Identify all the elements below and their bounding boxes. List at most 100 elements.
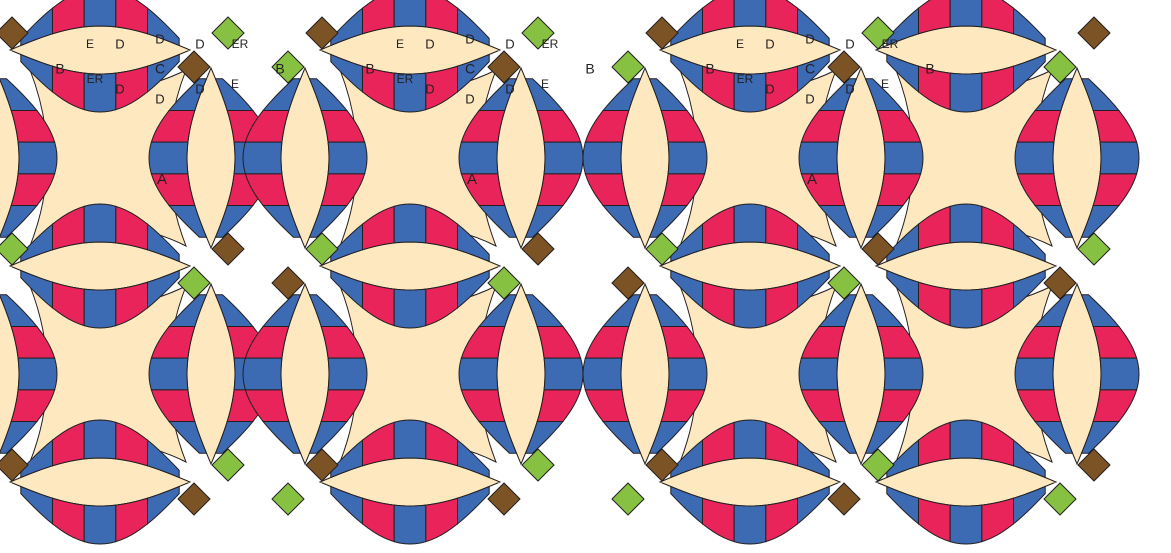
blue-wedge — [149, 142, 188, 174]
blue-wedge — [1015, 142, 1054, 174]
blue-wedge — [394, 505, 426, 544]
corner-square-brown — [488, 483, 520, 515]
label-d: D — [195, 36, 204, 51]
red-wedge — [702, 498, 734, 541]
label-b: B — [365, 61, 374, 77]
corner-square-brown — [1078, 17, 1110, 49]
blue-wedge — [84, 420, 116, 459]
red-wedge — [1093, 174, 1136, 206]
corner-square-green — [272, 483, 304, 515]
blue-wedge — [394, 289, 426, 328]
blue-wedge — [884, 358, 923, 390]
red-wedge — [585, 174, 628, 206]
blue-wedge — [544, 358, 583, 390]
blue-wedge — [799, 142, 838, 174]
label-er: ER — [882, 37, 899, 51]
blue-wedge — [734, 420, 766, 459]
blue-wedge — [734, 289, 766, 328]
label-e: E — [231, 77, 239, 91]
blue-wedge — [668, 142, 707, 174]
blue-wedge — [394, 0, 426, 27]
red-wedge — [585, 390, 628, 422]
label-e: E — [881, 77, 889, 91]
blue-wedge — [734, 204, 766, 243]
blue-wedge — [18, 142, 57, 174]
label-a: A — [807, 171, 817, 188]
blue-wedge — [950, 204, 982, 243]
blue-wedge — [328, 358, 367, 390]
label-d: D — [425, 36, 434, 51]
blue-wedge — [734, 0, 766, 27]
label-b: B — [585, 61, 594, 77]
red-wedge — [116, 498, 148, 541]
corner-square-brown — [612, 267, 644, 299]
blue-wedge — [328, 142, 367, 174]
blue-wedge — [243, 358, 282, 390]
blue-wedge — [950, 289, 982, 328]
label-d: D — [155, 31, 164, 46]
label-d: D — [505, 81, 514, 96]
blue-wedge — [394, 420, 426, 459]
label-d: D — [845, 81, 854, 96]
red-wedge — [982, 498, 1014, 541]
red-wedge — [537, 390, 580, 422]
corner-square-green — [1044, 483, 1076, 515]
label-er: ER — [542, 37, 559, 51]
label-b: B — [55, 61, 64, 77]
blue-wedge — [394, 204, 426, 243]
blue-wedge — [1100, 142, 1139, 174]
blue-wedge — [734, 505, 766, 544]
label-d: D — [425, 81, 434, 96]
red-wedge — [362, 498, 394, 541]
label-er: ER — [87, 72, 104, 86]
label-b: B — [925, 61, 934, 77]
red-wedge — [585, 326, 628, 358]
corner-square-green — [612, 51, 644, 83]
blue-wedge — [84, 0, 116, 27]
corner-square-green — [1078, 233, 1110, 265]
blue-wedge — [950, 505, 982, 544]
blue-wedge — [583, 142, 622, 174]
corner-square-brown — [272, 267, 304, 299]
corner-square-green — [612, 483, 644, 515]
label-e: E — [541, 77, 549, 91]
label-d: D — [115, 81, 124, 96]
blue-wedge — [84, 289, 116, 328]
label-c: C — [465, 61, 475, 77]
label-c: C — [155, 61, 165, 77]
blue-wedge — [18, 358, 57, 390]
label-er: ER — [232, 37, 249, 51]
red-wedge — [52, 498, 84, 541]
red-wedge — [537, 110, 580, 142]
blue-wedge — [149, 358, 188, 390]
label-d: D — [115, 36, 124, 51]
corner-square-brown — [1078, 449, 1110, 481]
label-d: D — [805, 91, 814, 106]
panel-large-layout — [583, 0, 1139, 544]
label-er: ER — [397, 72, 414, 86]
blue-wedge — [1100, 358, 1139, 390]
blue-wedge — [950, 420, 982, 459]
label-e: E — [736, 37, 744, 51]
red-wedge — [918, 498, 950, 541]
red-wedge — [1093, 390, 1136, 422]
label-b: B — [275, 61, 284, 77]
label-d: D — [505, 36, 514, 51]
label-c: C — [805, 61, 815, 77]
corner-square-green — [212, 449, 244, 481]
label-b: B — [705, 61, 714, 77]
label-e: E — [396, 37, 404, 51]
blue-wedge — [668, 358, 707, 390]
red-wedge — [426, 498, 458, 541]
red-wedge — [1093, 326, 1136, 358]
blue-wedge — [84, 505, 116, 544]
blue-wedge — [84, 204, 116, 243]
corner-square-green — [522, 449, 554, 481]
blue-wedge — [583, 358, 622, 390]
red-wedge — [1093, 110, 1136, 142]
red-wedge — [537, 174, 580, 206]
label-d: D — [195, 81, 204, 96]
label-d: D — [155, 91, 164, 106]
